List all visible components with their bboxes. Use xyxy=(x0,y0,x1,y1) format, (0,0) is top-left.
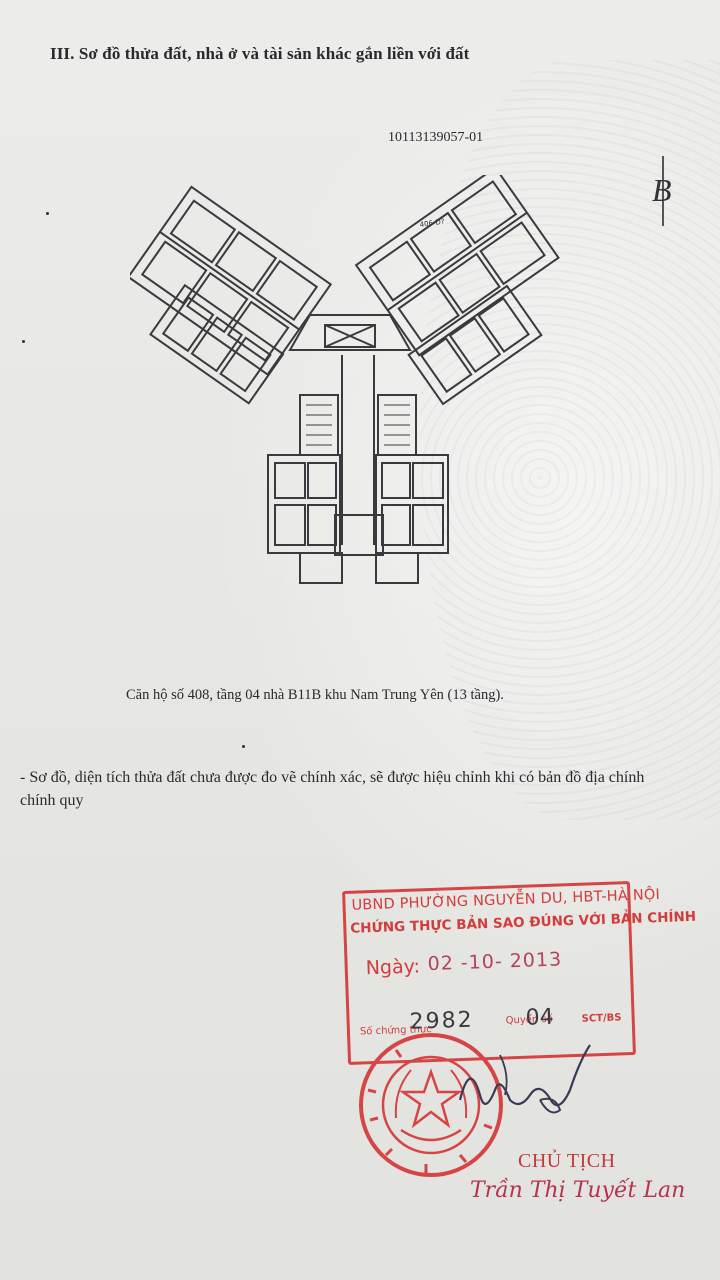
ink-dot xyxy=(46,212,49,215)
corner-mark: B xyxy=(652,172,672,208)
star-icon xyxy=(399,1068,463,1129)
ink-dot xyxy=(242,745,245,748)
floor-plan-drawing: 406-D? xyxy=(130,175,560,584)
stamp-date: 02 -10- 2013 xyxy=(427,948,563,976)
signature-scribble xyxy=(458,1044,591,1114)
stamp-authority: UBND PHƯỜNG NGUYỄN DU, HBT-HÀ NỘI xyxy=(351,886,661,914)
plan-caption: Căn hộ số 408, tầng 04 nhà B11B khu Nam … xyxy=(126,687,504,703)
security-pattern xyxy=(420,60,720,820)
certificate-code: 10113139057-01 xyxy=(388,130,484,145)
plan-unit-label: 406-D? xyxy=(419,218,445,229)
stamp-date-label: Ngày: xyxy=(365,955,421,980)
plan-left-wing xyxy=(130,185,333,376)
section-heading: III. Sơ đồ thửa đất, nhà ở và tài sản kh… xyxy=(50,44,470,63)
stamp-suffix: SCT/BS xyxy=(581,1012,622,1025)
signatory-title: CHỦ TỊCH xyxy=(518,1150,616,1172)
stamp-book-number: 04 xyxy=(525,1004,555,1031)
ink-dot xyxy=(22,340,25,343)
accuracy-note: - Sơ đồ, diện tích thửa đất chưa được đo… xyxy=(20,769,645,809)
signatory-name: Trần Thị Tuyết Lan xyxy=(470,1178,686,1203)
plan-right-wing xyxy=(354,175,560,357)
north-arrow xyxy=(662,156,664,226)
